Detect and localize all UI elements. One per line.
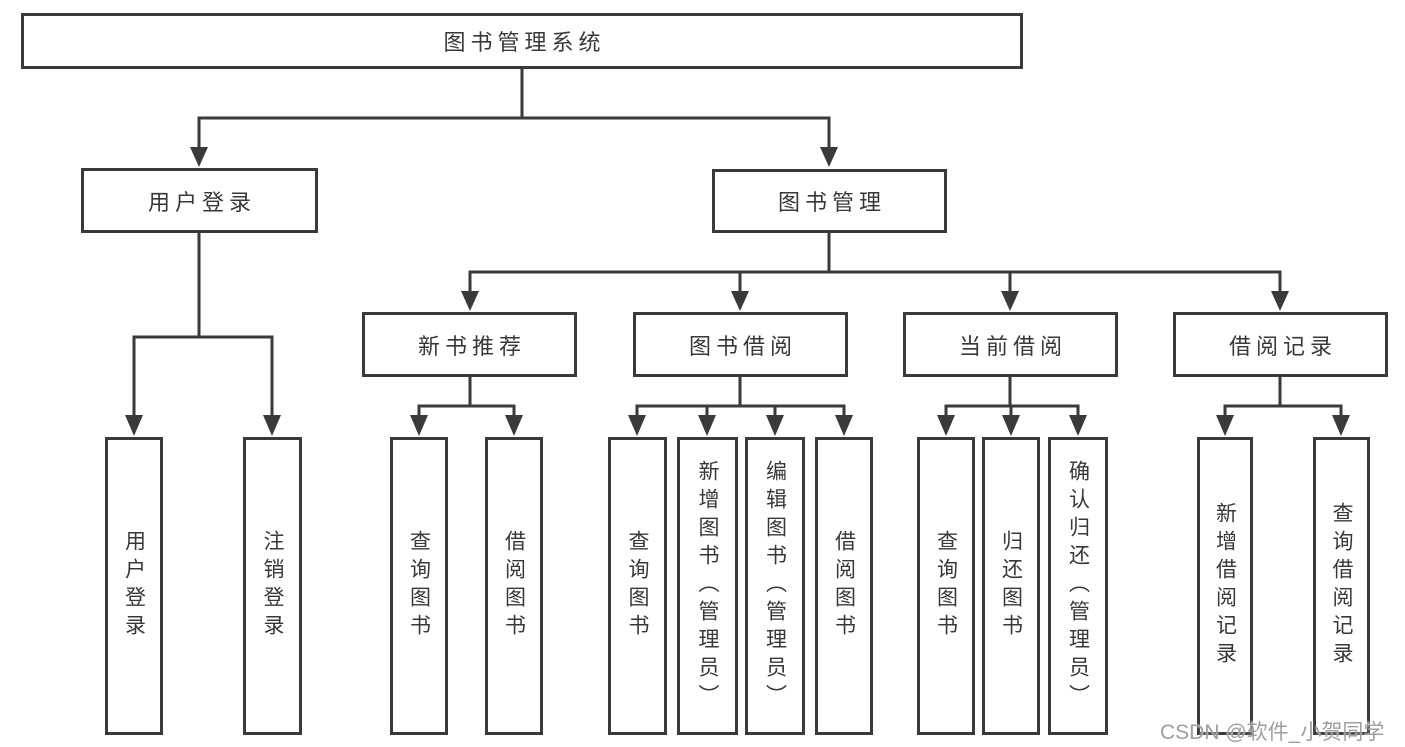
leaf-br-add-record: 新增借阅记录 xyxy=(1197,437,1253,735)
leaf-bb-query-book: 查询图书 xyxy=(608,437,667,735)
csdn-watermark: CSDN @软件_小贺同学 xyxy=(1160,721,1385,744)
leaf-rec-query-book: 查询图书 xyxy=(390,437,448,735)
leaf-bb-edit-book-admin: 编辑图书（管理员） xyxy=(745,437,805,735)
leaf-cb-return-book: 归还图书 xyxy=(982,437,1040,735)
leaf-br-query-record: 查询借阅记录 xyxy=(1313,437,1370,735)
leaf-bb-add-book-admin: 新增图书（管理员） xyxy=(677,437,738,735)
leaf-cb-confirm-return-admin: 确认归还（管理员） xyxy=(1048,437,1108,735)
node-user-login-group: 用户登录 xyxy=(81,168,318,233)
leaf-cb-query-book: 查询图书 xyxy=(917,437,975,735)
leaf-logout: 注销登录 xyxy=(243,437,302,735)
root-node-library-management-system: 图书管理系统 xyxy=(21,13,1023,69)
node-book-borrowing: 图书借阅 xyxy=(633,312,848,377)
leaf-bb-borrow-book: 借阅图书 xyxy=(815,437,873,735)
node-current-borrowing: 当前借阅 xyxy=(903,312,1118,377)
leaf-rec-borrow-book: 借阅图书 xyxy=(485,437,543,735)
node-book-management-group: 图书管理 xyxy=(712,169,947,233)
leaf-user-login: 用户登录 xyxy=(105,437,163,735)
node-borrowing-records: 借阅记录 xyxy=(1173,312,1388,377)
node-new-book-recommendation: 新书推荐 xyxy=(362,312,577,377)
